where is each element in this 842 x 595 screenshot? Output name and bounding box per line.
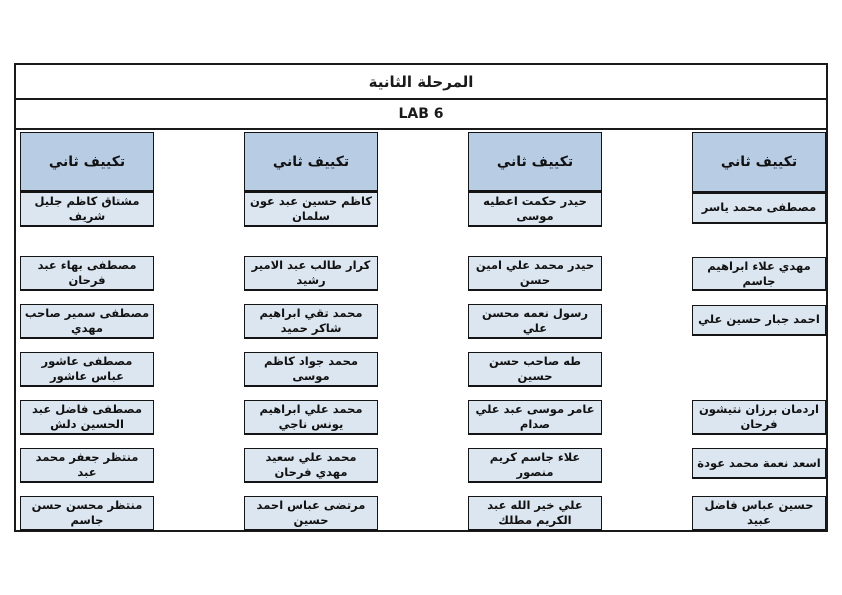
student-box: كاظم حسين عبد عون سلمان [244,192,378,228]
group-header: تكييف ثاني [20,132,154,193]
student-box: حسين عباس فاضل عبيد [692,496,826,531]
group-header: تكييف ثاني [692,132,826,193]
lab-title: LAB 6 [16,100,826,130]
student-box: مصطفى بهاء عبد فرحان [20,256,154,291]
student-box: رسول نعمه محسن علي [468,304,602,339]
student-box: احمد جبار حسين علي [692,304,826,336]
group-header: تكييف ثاني [244,132,378,193]
stage-title: المرحلة الثانية [16,65,826,100]
student-box: محمد تقي ابراهيم شاكر حميد [244,304,378,339]
student-box: كرار طالب عبد الامير رشيد [244,256,378,291]
student-box: اردمان برزان نتيشون فرحان [692,400,826,436]
student-box: محمد علي سعيد مهدي فرحان [244,448,378,483]
student-box: مرتضى عباس احمد حسين [244,496,378,531]
student-box: منتظر جعفر محمد عبد [20,448,154,483]
student-box: عامر موسى عبد علي صدام [468,400,602,435]
student-box: طه صاحب حسن حسين [468,352,602,387]
student-box: مصطفى عاشور عباس عاشور [20,352,154,387]
groups-area: تكييف ثاني مصطفى محمد ياسر مهدي علاء ابر… [16,130,826,531]
group-header: تكييف ثاني [468,132,602,193]
student-box: محمد جواد كاظم موسى [244,352,378,387]
student-box: مصطفى فاضل عبد الحسين دلش [20,400,154,435]
group-column-3: تكييف ثاني كاظم حسين عبد عون سلمان كرار … [244,132,378,531]
group-column-4: تكييف ثاني مشتاق كاظم جليل شريف مصطفى به… [20,132,154,531]
student-box: مصطفى سمير صاحب مهدي [20,304,154,339]
student-box: مشتاق كاظم جليل شريف [20,192,154,228]
student-box: مصطفى محمد ياسر [692,192,826,224]
stage-table: المرحلة الثانية LAB 6 تكييف ثاني مصطفى م… [14,63,828,532]
student-box: علاء جاسم كريم منصور [468,448,602,483]
student-box: اسعد نعمة محمد عودة [692,448,826,480]
group-column-2: تكييف ثاني حيدر حكمت اعطيه موسى حيدر محم… [468,132,602,531]
student-box: علي خير الله عبد الكريم مطلك [468,496,602,531]
student-box: منتظر محسن حسن جاسم [20,496,154,531]
student-box: مهدي علاء ابراهيم جاسم [692,256,826,292]
student-box: محمد علي ابراهيم يونس ناجي [244,400,378,435]
student-box: حيدر محمد علي امين حسن [468,256,602,291]
student-box: حيدر حكمت اعطيه موسى [468,192,602,228]
group-column-1: تكييف ثاني مصطفى محمد ياسر مهدي علاء ابر… [692,132,826,531]
